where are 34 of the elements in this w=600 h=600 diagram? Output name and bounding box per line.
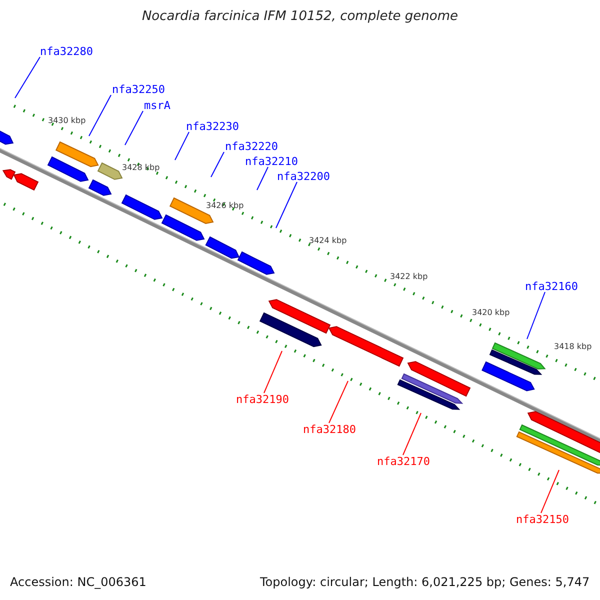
gene-label: nfa32230	[186, 121, 239, 132]
gene-label: nfa32170	[377, 456, 430, 467]
gene-label: nfa32190	[236, 394, 289, 405]
gene-label: nfa32180	[303, 424, 356, 435]
leader-line	[88, 94, 112, 136]
scale-label: 3424 kbp	[309, 237, 347, 245]
leader-line	[402, 412, 422, 456]
scale-label: 3426 kbp	[206, 202, 244, 210]
title: Nocardia farcinica IFM 10152, complete genome	[142, 10, 458, 23]
gene-label: msrA	[144, 100, 170, 111]
leader-line	[124, 110, 144, 146]
gene-label: nfa32210	[245, 156, 298, 167]
scale-label: 3430 kbp	[48, 117, 86, 125]
leader-line	[526, 292, 546, 340]
scale-label: 3420 kbp	[472, 309, 510, 317]
leader-line	[174, 132, 190, 160]
gene-label: nfa32280	[40, 46, 93, 57]
leader-line	[14, 56, 40, 98]
scale-label: 3428 kbp	[122, 164, 160, 172]
leader-line	[210, 152, 224, 178]
scale-label: 3422 kbp	[390, 273, 428, 281]
leader-line	[328, 380, 348, 424]
gene-label: nfa32220	[225, 141, 278, 152]
leader-line	[264, 350, 282, 394]
gene-label: nfa32200	[277, 171, 330, 182]
gene-label: nfa32150	[516, 514, 569, 525]
leader-line	[540, 470, 560, 514]
accession-text: Accession: NC_006361	[10, 576, 146, 588]
gene-label: nfa32250	[112, 84, 165, 95]
leader-line	[276, 182, 298, 228]
genome-info-text: Topology: circular; Length: 6,021,225 bp; Genes: 5,747	[260, 576, 590, 588]
leader-line	[256, 166, 268, 190]
gene-label: nfa32160	[525, 281, 578, 292]
scale-label: 3418 kbp	[554, 343, 592, 351]
